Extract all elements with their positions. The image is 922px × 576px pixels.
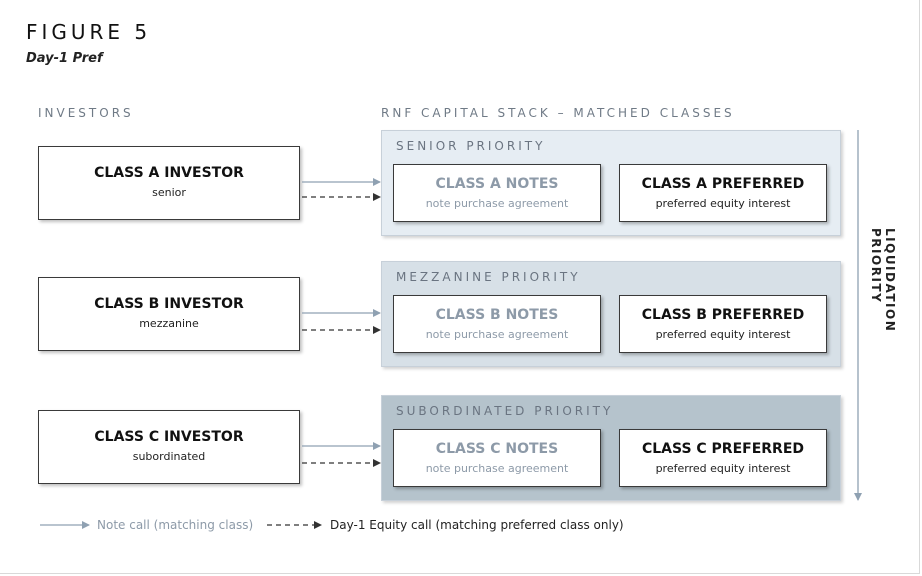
preferred-box-class-a: CLASS A PREFERRED preferred equity inter… (619, 164, 827, 222)
band-label: SENIOR PRIORITY (396, 139, 546, 153)
liquidation-priority-label: LIQUIDATION PRIORITY (869, 228, 897, 333)
preferred-title: CLASS A PREFERRED (641, 176, 805, 192)
band-senior-priority: SENIOR PRIORITY CLASS A NOTES note purch… (381, 130, 841, 236)
investor-subtitle: senior (152, 186, 186, 199)
preferred-box-class-c: CLASS C PREFERRED preferred equity inter… (619, 429, 827, 487)
preferred-box-class-b: CLASS B PREFERRED preferred equity inter… (619, 295, 827, 353)
investor-box-class-b: CLASS B INVESTOR mezzanine (38, 277, 300, 351)
band-label: MEZZANINE PRIORITY (396, 270, 581, 284)
investor-box-class-c: CLASS C INVESTOR subordinated (38, 410, 300, 484)
notes-box-class-b: CLASS B NOTES note purchase agreement (393, 295, 601, 353)
capital-stack-column-header: RNF CAPITAL STACK – MATCHED CLASSES (381, 106, 735, 120)
notes-title: CLASS B NOTES (435, 307, 559, 323)
notes-subtitle: note purchase agreement (425, 197, 569, 210)
notes-box-class-a: CLASS A NOTES note purchase agreement (393, 164, 601, 222)
legend-equity-call-label: Day-1 Equity call (matching preferred cl… (330, 518, 624, 532)
notes-box-class-c: CLASS C NOTES note purchase agreement (393, 429, 601, 487)
band-label: SUBORDINATED PRIORITY (396, 404, 614, 418)
figure-number: FIGURE 5 (26, 20, 152, 44)
band-subordinated-priority: SUBORDINATED PRIORITY CLASS C NOTES note… (381, 395, 841, 501)
notes-subtitle: note purchase agreement (425, 462, 569, 475)
preferred-title: CLASS C PREFERRED (641, 441, 805, 457)
preferred-title: CLASS B PREFERRED (641, 307, 805, 323)
notes-title: CLASS C NOTES (435, 441, 559, 457)
notes-title: CLASS A NOTES (435, 176, 559, 192)
preferred-subtitle: preferred equity interest (655, 462, 791, 475)
band-mezzanine-priority: MEZZANINE PRIORITY CLASS B NOTES note pu… (381, 261, 841, 367)
investor-subtitle: subordinated (132, 450, 206, 463)
figure-subtitle: Day-1 Pref (26, 51, 103, 66)
preferred-subtitle: preferred equity interest (655, 328, 791, 341)
investor-title: CLASS B INVESTOR (94, 296, 244, 312)
notes-subtitle: note purchase agreement (425, 328, 569, 341)
investors-column-header: INVESTORS (38, 106, 134, 120)
investor-subtitle: mezzanine (139, 317, 199, 330)
investor-title: CLASS C INVESTOR (94, 429, 244, 445)
preferred-subtitle: preferred equity interest (655, 197, 791, 210)
investor-box-class-a: CLASS A INVESTOR senior (38, 146, 300, 220)
investor-title: CLASS A INVESTOR (94, 165, 244, 181)
legend-note-call-label: Note call (matching class) (97, 518, 254, 532)
